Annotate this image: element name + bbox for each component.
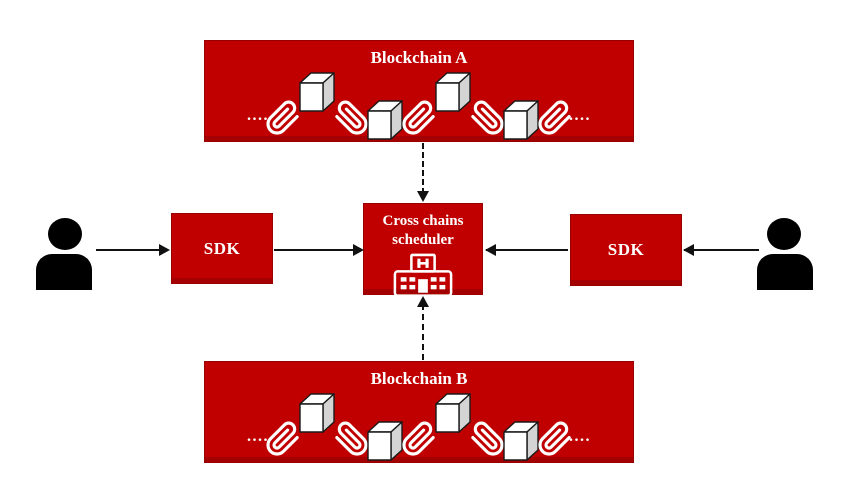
arrow-line	[486, 249, 568, 251]
chain-link-clip-icon	[333, 100, 369, 136]
user-right-icon	[750, 216, 820, 290]
chain-link-clip-icon	[265, 100, 301, 136]
dashed-arrow-blockchain-a-to-scheduler	[417, 143, 429, 202]
arrowhead-right-icon	[353, 244, 364, 256]
blockchain-a-title: Blockchain A	[370, 48, 468, 67]
arrowhead-left-icon	[485, 244, 496, 256]
block-cube-icon	[501, 98, 541, 142]
block-cube-icon	[365, 419, 405, 463]
blockchain-b-chain: .... ....	[205, 393, 633, 463]
building-h-sign	[417, 258, 429, 268]
sdk-left-label: SDK	[203, 238, 241, 258]
chain-link-clip-icon	[401, 421, 437, 457]
dashed-arrow-blockchain-b-to-scheduler	[417, 296, 429, 360]
dashed-line	[422, 143, 424, 194]
chain-link-clip-icon	[537, 100, 573, 136]
ellipsis-dots: ....	[247, 428, 269, 445]
building-icon	[392, 253, 454, 298]
arrow-user-right-to-sdk	[683, 244, 761, 256]
chain-link-clip-icon	[265, 421, 301, 457]
arrow-sdk-left-to-scheduler	[274, 244, 364, 256]
ellipsis-dots: ....	[247, 107, 269, 124]
chain-link-clip-icon	[333, 421, 369, 457]
arrow-line	[684, 249, 759, 251]
arrow-line	[96, 249, 167, 251]
block-cube-icon	[297, 391, 337, 435]
chain-link-clip-icon	[469, 100, 505, 136]
blockchain-a-box: Blockchain A .... ....	[204, 40, 634, 142]
arrowhead-down-icon	[417, 191, 429, 202]
sdk-right-label: SDK	[607, 240, 645, 259]
sdk-right-box: SDK	[570, 214, 682, 286]
arrowhead-up-icon	[417, 296, 429, 307]
blockchain-b-box: Blockchain B .... ....	[204, 361, 634, 463]
arrow-sdk-right-to-scheduler	[485, 244, 570, 256]
chain-link-clip-icon	[401, 100, 437, 136]
arrow-line	[274, 249, 361, 251]
dashed-line	[422, 304, 424, 360]
block-cube-icon	[297, 70, 337, 114]
arrowhead-right-icon	[159, 244, 170, 256]
arrow-user-left-to-sdk	[96, 244, 170, 256]
arrowhead-left-icon	[683, 244, 694, 256]
scheduler-title: Cross chains scheduler	[382, 213, 464, 248]
block-cube-icon	[501, 419, 541, 463]
blockchain-a-chain: .... ....	[205, 72, 633, 142]
blockchain-b-title: Blockchain B	[370, 369, 468, 388]
chain-link-clip-icon	[469, 421, 505, 457]
block-cube-icon	[433, 391, 473, 435]
block-cube-icon	[365, 98, 405, 142]
cross-chains-scheduler-box: Cross chains scheduler	[363, 203, 483, 298]
sdk-left-box: SDK	[171, 213, 273, 284]
chain-link-clip-icon	[537, 421, 573, 457]
ellipsis-dots: ....	[569, 428, 591, 445]
ellipsis-dots: ....	[569, 107, 591, 124]
user-left-icon	[29, 216, 99, 290]
block-cube-icon	[433, 70, 473, 114]
